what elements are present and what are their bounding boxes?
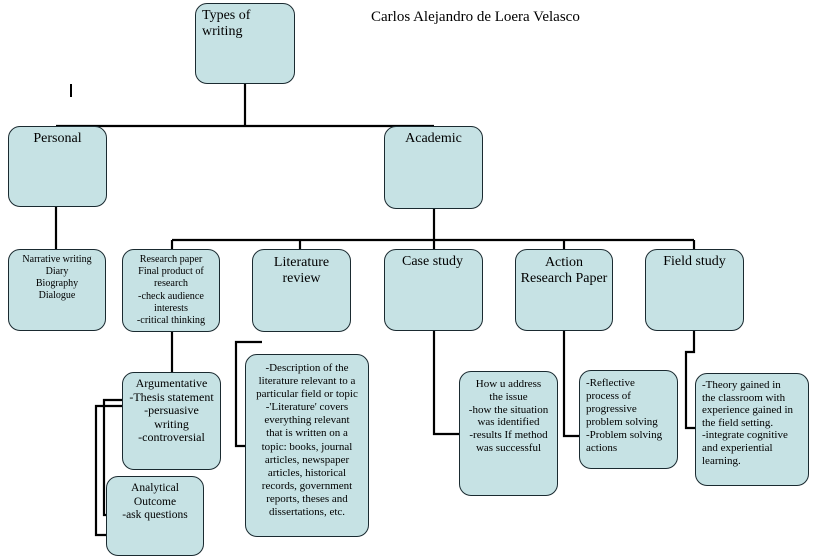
literature-review-label: Literature review [273, 255, 330, 286]
personal-detail-node[interactable]: Narrative writing Diary Biography Dialog… [8, 249, 106, 331]
case-study-label: Case study [402, 254, 464, 269]
literature-review-detail-text: -Description of the literature relevant … [256, 362, 358, 519]
author-name: Carlos Alejandro de Loera Velasco [371, 9, 580, 25]
action-research-label: Action Research Paper [520, 255, 608, 286]
research-paper-text: Research paper Final product of research… [136, 254, 206, 327]
personal-node[interactable]: Personal [8, 126, 107, 207]
personal-detail-text: Narrative writing Diary Biography Dialog… [22, 254, 92, 301]
connector-action-detail [562, 330, 582, 438]
analytical-node[interactable]: Analytical Outcome -ask questions [106, 476, 204, 556]
case-study-detail-text: How u address the issue -how the situati… [468, 378, 549, 454]
root-node[interactable]: Types of writing [195, 3, 295, 84]
literature-review-detail-node[interactable]: -Description of the literature relevant … [245, 354, 369, 537]
academic-node[interactable]: Academic [384, 126, 483, 209]
field-study-detail-text: -Theory gained in the classroom with exp… [702, 379, 794, 467]
action-research-node[interactable]: Action Research Paper [515, 249, 613, 331]
text-cursor [70, 84, 72, 97]
action-research-detail-node[interactable]: -Reflective process of progressive probl… [579, 370, 678, 469]
analytical-text: Analytical Outcome -ask questions [122, 482, 188, 521]
argumentative-node[interactable]: Argumentative -Thesis statement -persuas… [122, 372, 221, 470]
connector-case-detail [432, 330, 460, 436]
field-study-node[interactable]: Field study [645, 249, 744, 331]
field-study-label: Field study [663, 254, 726, 269]
connector-literature-detail [234, 340, 262, 448]
case-study-node[interactable]: Case study [384, 249, 483, 331]
connector-field-detail [684, 330, 696, 430]
connector-argumentative-analytical [102, 398, 123, 517]
root-label: Types of writing [202, 8, 251, 39]
research-paper-node[interactable]: Research paper Final product of research… [122, 249, 220, 332]
personal-label: Personal [33, 131, 82, 146]
field-study-detail-node[interactable]: -Theory gained in the classroom with exp… [695, 373, 809, 486]
action-research-detail-text: -Reflective process of progressive probl… [586, 377, 663, 454]
argumentative-text: Argumentative -Thesis statement -persuas… [129, 376, 214, 444]
case-study-detail-node[interactable]: How u address the issue -how the situati… [459, 371, 558, 496]
academic-label: Academic [405, 131, 462, 146]
literature-review-node[interactable]: Literature review [252, 249, 351, 332]
